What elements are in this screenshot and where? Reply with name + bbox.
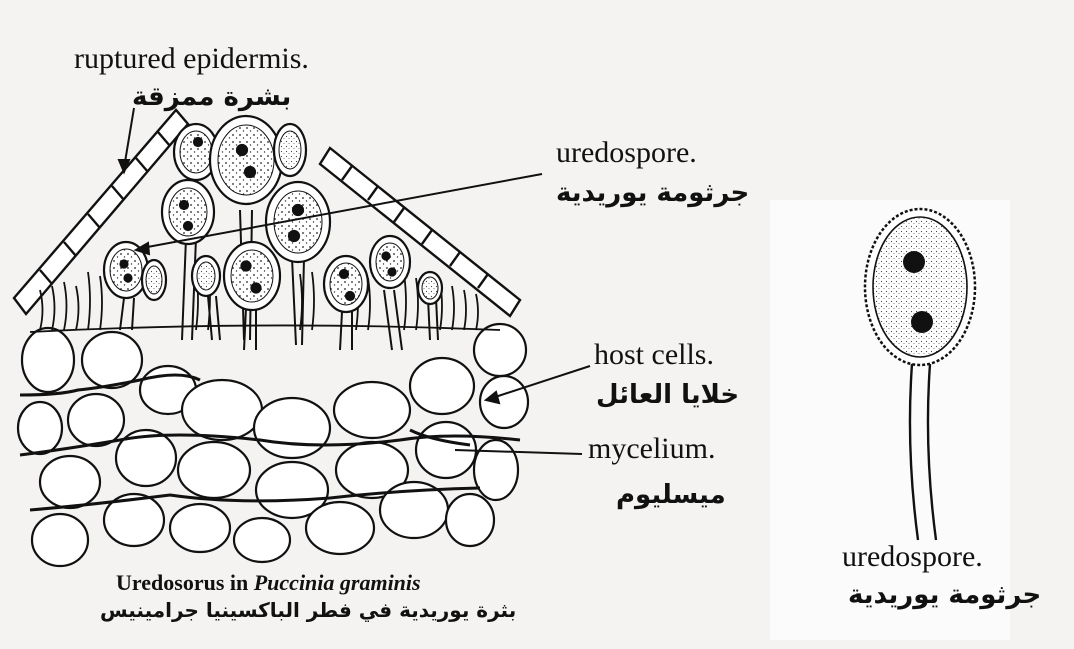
host-cell [474, 440, 518, 500]
host-cell [18, 402, 62, 454]
caption-prefix: Uredosorus in [116, 570, 254, 595]
label-host-cells-arabic: خلايا العائل [596, 380, 739, 410]
host-cell [22, 328, 74, 392]
uredospore [210, 116, 282, 204]
host-cell [68, 394, 124, 446]
host-cell [474, 324, 526, 376]
label-host-cells: host cells. [594, 338, 714, 372]
host-cell [170, 504, 230, 552]
host-cell [306, 502, 374, 554]
label-uredospore-arabic: جرثومة يوريدية [556, 178, 749, 208]
figure-caption-arabic: بثرة يوريدية في فطر الباكسينيا جرامينيس [100, 598, 516, 622]
host-cell [334, 382, 410, 438]
label-single-uredospore: uredospore. [842, 540, 983, 574]
host-cell [82, 332, 142, 388]
label-uredospore: uredospore. [556, 136, 697, 170]
nucleus [911, 311, 933, 333]
host-cell [480, 376, 528, 428]
host-cell [40, 456, 100, 508]
label-mycelium: mycelium. [588, 432, 715, 466]
host-cell [254, 398, 330, 458]
uredospore [370, 236, 410, 288]
uredospore [418, 272, 442, 304]
host-cell [32, 514, 88, 566]
label-mycelium-arabic: ميسليوم [616, 480, 726, 510]
figure-caption: Uredosorus in Puccinia graminis [116, 570, 421, 596]
host-cell [178, 442, 250, 498]
host-cell [410, 358, 474, 414]
uredospore [274, 124, 306, 176]
uredospore [142, 260, 166, 300]
uredospore [192, 256, 220, 296]
host-cell [182, 380, 262, 440]
uredospore [162, 180, 214, 244]
label-ruptured-epidermis-arabic: بشرة ممزقة [132, 82, 291, 112]
caption-species: Puccinia graminis [254, 570, 421, 595]
host-cell [446, 494, 494, 546]
nucleus [903, 251, 925, 273]
host-cell [234, 518, 290, 562]
uredospore [324, 256, 368, 312]
uredospore [224, 242, 280, 310]
label-single-uredospore-arabic: جرثومة يوريدية [848, 580, 1041, 610]
label-ruptured-epidermis: ruptured epidermis. [74, 42, 309, 76]
uredospore [266, 182, 330, 262]
